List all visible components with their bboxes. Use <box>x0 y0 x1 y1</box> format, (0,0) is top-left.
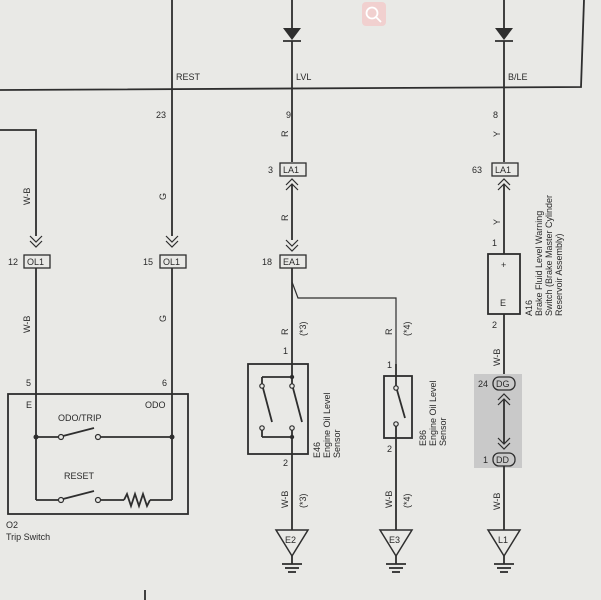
connector-ol1-mid-label: OL1 <box>163 257 180 267</box>
terminal-ble-label: B/LE <box>508 72 528 82</box>
pin-a16-2: 2 <box>492 320 497 330</box>
wire-color-left-wb-top: W-B <box>22 188 32 205</box>
ground-e2 <box>274 529 310 573</box>
pin-e86-1: 1 <box>387 360 392 370</box>
ground-l1 <box>486 529 522 573</box>
a16-code: A16 <box>524 300 534 316</box>
pin-e46-1: 1 <box>283 346 288 356</box>
wire-color-e86-r: R <box>384 328 394 335</box>
wire-color-e86-wb: W-B <box>384 491 394 508</box>
e46-code: E46 <box>312 442 322 458</box>
e86-switch-symbol <box>393 364 406 438</box>
wire-color-a16-wb: W-B <box>492 349 502 366</box>
diode-lvl <box>283 0 301 88</box>
pin-la1-3: 3 <box>268 165 273 175</box>
pin-a16-1: 1 <box>492 238 497 248</box>
ground-e2-label: E2 <box>285 535 296 545</box>
wire-color-dd-wb: W-B <box>492 493 502 510</box>
wire-color-lvl-r1: R <box>280 130 290 137</box>
trip-switch-name: Trip Switch <box>6 532 50 542</box>
e46-sensor-box <box>247 363 309 455</box>
connector-la1-right <box>491 162 519 177</box>
search-icon[interactable] <box>362 2 386 26</box>
pin-e46-2: 2 <box>283 458 288 468</box>
connector-ea1-label: EA1 <box>283 257 300 267</box>
reset-switch-symbol <box>36 490 172 509</box>
left-wb-wire <box>0 129 37 236</box>
ground-e3 <box>378 529 414 573</box>
diode-ble <box>495 0 513 88</box>
trip-switch-box <box>7 393 189 515</box>
terminal-lvl-label: LVL <box>296 72 311 82</box>
connector-ol1-left-label: OL1 <box>27 257 44 267</box>
ground-e3-label: E3 <box>389 535 400 545</box>
pin-rest-23: 23 <box>156 110 166 120</box>
pin-ble-8: 8 <box>493 110 498 120</box>
connector-dd-label: DD <box>496 455 509 465</box>
e86-code: E86 <box>418 430 428 446</box>
note-3b: (*3) <box>298 493 308 508</box>
a16-name-line3: Reservoir Assembly) <box>554 233 564 316</box>
connector-arrow-ol1-left <box>29 235 43 248</box>
connector-ol1-left <box>23 254 51 269</box>
e46-name-line2: Sensor <box>332 429 342 458</box>
junction-arrows <box>497 393 511 450</box>
connector-ol1-mid <box>159 254 187 269</box>
a16-plus-label: + <box>501 260 506 270</box>
pin-o2-6: 6 <box>162 378 167 388</box>
e86-name-line2: Sensor <box>438 417 448 446</box>
a16-name-line2: Switch (Brake Master Cylinder <box>544 195 554 316</box>
a16-e-label: E <box>500 298 506 308</box>
wire-color-lvl-r2: R <box>280 214 290 221</box>
terminal-rest-label: REST <box>176 72 201 82</box>
wire-color-e46-wb: W-B <box>280 491 290 508</box>
ground-l1-label: L1 <box>498 535 508 545</box>
connector-dg-label: DG <box>496 379 510 389</box>
connector-la1-left-label: LA1 <box>283 165 299 175</box>
wire-color-rest-g-bot: G <box>158 315 168 322</box>
e86-sensor-box <box>383 375 413 439</box>
trip-switch-odo-trip-label: ODO/TRIP <box>58 413 102 423</box>
wire-color-left-wb-bot: W-B <box>22 316 32 333</box>
wire-color-ble-y2: Y <box>492 219 502 225</box>
connector-arrow-ol1-mid <box>165 235 179 248</box>
pin-e86-2: 2 <box>387 444 392 454</box>
wire-color-lvl-r3: R <box>280 328 290 335</box>
pin-dg-24: 24 <box>478 379 488 389</box>
note-4a: (*4) <box>402 321 412 336</box>
pin-dd-1: 1 <box>483 455 488 465</box>
pin-ea1-18: 18 <box>262 257 272 267</box>
trip-switch-pin-e: E <box>26 400 32 410</box>
e86-name-line1: Engine Oil Level <box>428 380 438 446</box>
wire-color-ble-y1: Y <box>492 131 502 137</box>
pin-12: 12 <box>8 257 18 267</box>
e46-switch-symbol <box>259 364 303 454</box>
trip-switch-pin-odo: ODO <box>145 400 166 410</box>
note-4b: (*4) <box>402 493 412 508</box>
e86-branch-wire <box>291 281 397 364</box>
pin-15: 15 <box>143 257 153 267</box>
wire-color-rest-g-top: G <box>158 193 168 200</box>
meter-outline <box>0 0 585 91</box>
connector-la1-left <box>279 162 307 177</box>
pin-la1-63: 63 <box>472 165 482 175</box>
odo-trip-switch-symbol <box>36 427 172 441</box>
pin-lvl-9: 9 <box>286 110 291 120</box>
trip-switch-code: O2 <box>6 520 18 530</box>
a16-name-line1: Brake Fluid Level Warning <box>534 211 544 316</box>
connector-ea1 <box>279 254 307 269</box>
connector-arrow-ea1 <box>285 239 299 252</box>
e46-name-line1: Engine Oil Level <box>322 392 332 458</box>
trip-switch-reset-label: RESET <box>64 471 95 481</box>
pin-o2-5: 5 <box>26 378 31 388</box>
note-3a: (*3) <box>298 321 308 336</box>
connector-dg <box>492 376 516 391</box>
connector-la1-right-label: LA1 <box>495 165 511 175</box>
